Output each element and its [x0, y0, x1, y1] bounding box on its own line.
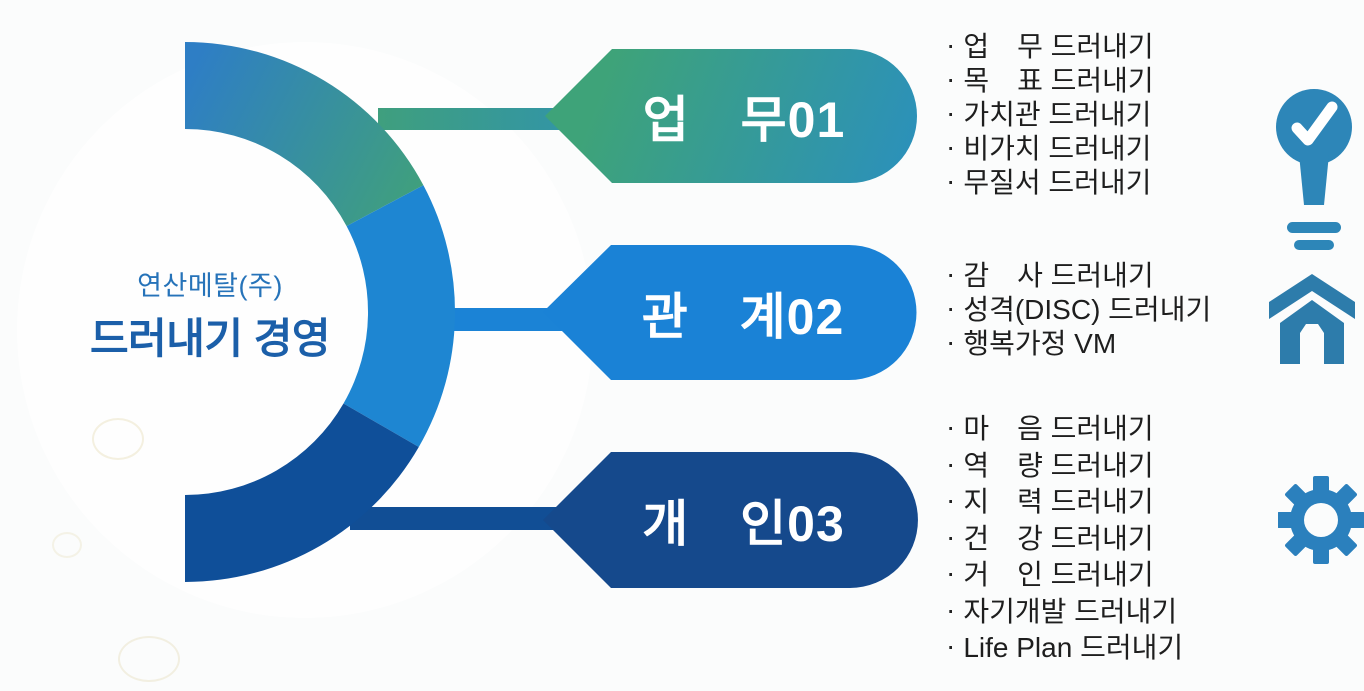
connector-3	[350, 507, 570, 530]
list-item-text: 무질서 드러내기	[963, 167, 1152, 198]
list-section-03: ·마 음 드러내기 ·역 량 드러내기 ·지 력 드러내기 ·건 강 드러내기 …	[946, 409, 1183, 665]
bullet: ·	[946, 326, 956, 357]
bullet: ·	[946, 593, 956, 625]
connector-1	[378, 108, 570, 130]
lightbulb-check-icon	[1276, 89, 1352, 250]
company-name: 연산메탈(주)	[137, 271, 283, 301]
list-item-text: 역 량 드러내기	[963, 449, 1154, 481]
arc-segment-3	[185, 403, 419, 582]
page-title: 드러내기 경영	[89, 315, 331, 362]
bullet: ·	[946, 63, 956, 94]
bullet: ·	[946, 484, 956, 516]
bullet: ·	[946, 292, 956, 323]
house-icon	[1269, 274, 1355, 364]
list-item: ·역 량 드러내기	[946, 446, 1183, 483]
list-item-text: 성격(DISC) 드러내기	[963, 294, 1212, 325]
list-item-text: 마 음 드러내기	[963, 413, 1154, 445]
pill-shape-03	[543, 452, 918, 588]
list-item: ·Life Plan 드러내기	[946, 628, 1183, 665]
list-section-02: ·감 사 드러내기 ·성격(DISC) 드러내기 ·행복가정 VM	[946, 257, 1211, 359]
list-item: ·자기개발 드러내기	[946, 592, 1183, 629]
list-item: ·업 무 드러내기	[946, 28, 1154, 62]
list-item-text: 업 무 드러내기	[963, 31, 1154, 62]
list-item: ·행복가정 VM	[946, 325, 1211, 359]
list-item: ·가치관 드러내기	[946, 96, 1154, 130]
list-item-text: 자기개발 드러내기	[963, 595, 1178, 627]
gear-icon	[1278, 476, 1364, 564]
list-item-text: 행복가정 VM	[963, 328, 1117, 359]
list-item: ·감 사 드러내기	[946, 257, 1211, 291]
list-item-text: 거 인 드러내기	[963, 559, 1154, 591]
pill-shape-01	[545, 49, 917, 183]
bullet: ·	[946, 411, 956, 443]
bullet: ·	[946, 258, 956, 289]
arc-segment-2	[343, 185, 456, 447]
connector-2	[443, 308, 570, 331]
list-item: ·목 표 드러내기	[946, 62, 1154, 96]
list-item: ·무질서 드러내기	[946, 164, 1154, 198]
bullet: ·	[946, 630, 956, 662]
list-section-01: ·업 무 드러내기 ·목 표 드러내기 ·가치관 드러내기 ·비가치 드러내기 …	[946, 28, 1154, 198]
list-item-text: 비가치 드러내기	[963, 133, 1152, 164]
bullet: ·	[946, 447, 956, 479]
title-block: 연산메탈(주) 드러내기 경영	[40, 264, 380, 366]
list-item-text: 목 표 드러내기	[963, 65, 1154, 96]
arc-segment-1	[185, 42, 424, 227]
bullet: ·	[946, 165, 956, 196]
list-item: ·비가치 드러내기	[946, 130, 1154, 164]
list-item: ·거 인 드러내기	[946, 555, 1183, 592]
list-item-text: 감 사 드러내기	[963, 260, 1154, 291]
bullet: ·	[946, 520, 956, 552]
list-item: ·지 력 드러내기	[946, 482, 1183, 519]
list-item-text: 가치관 드러내기	[963, 99, 1152, 130]
bullet: ·	[946, 557, 956, 589]
list-item: ·성격(DISC) 드러내기	[946, 291, 1211, 325]
list-item-text: Life Plan 드러내기	[963, 632, 1184, 664]
background-halo	[17, 42, 593, 618]
list-item-text: 건 강 드러내기	[963, 522, 1154, 554]
list-item-text: 지 력 드러내기	[963, 486, 1154, 518]
list-item: ·마 음 드러내기	[946, 409, 1183, 446]
bullet: ·	[946, 131, 956, 162]
list-item: ·건 강 드러내기	[946, 519, 1183, 556]
bullet: ·	[946, 97, 956, 128]
bullet: ·	[946, 29, 956, 60]
pill-shape-02	[543, 245, 917, 380]
checkmark-icon	[1291, 101, 1338, 146]
